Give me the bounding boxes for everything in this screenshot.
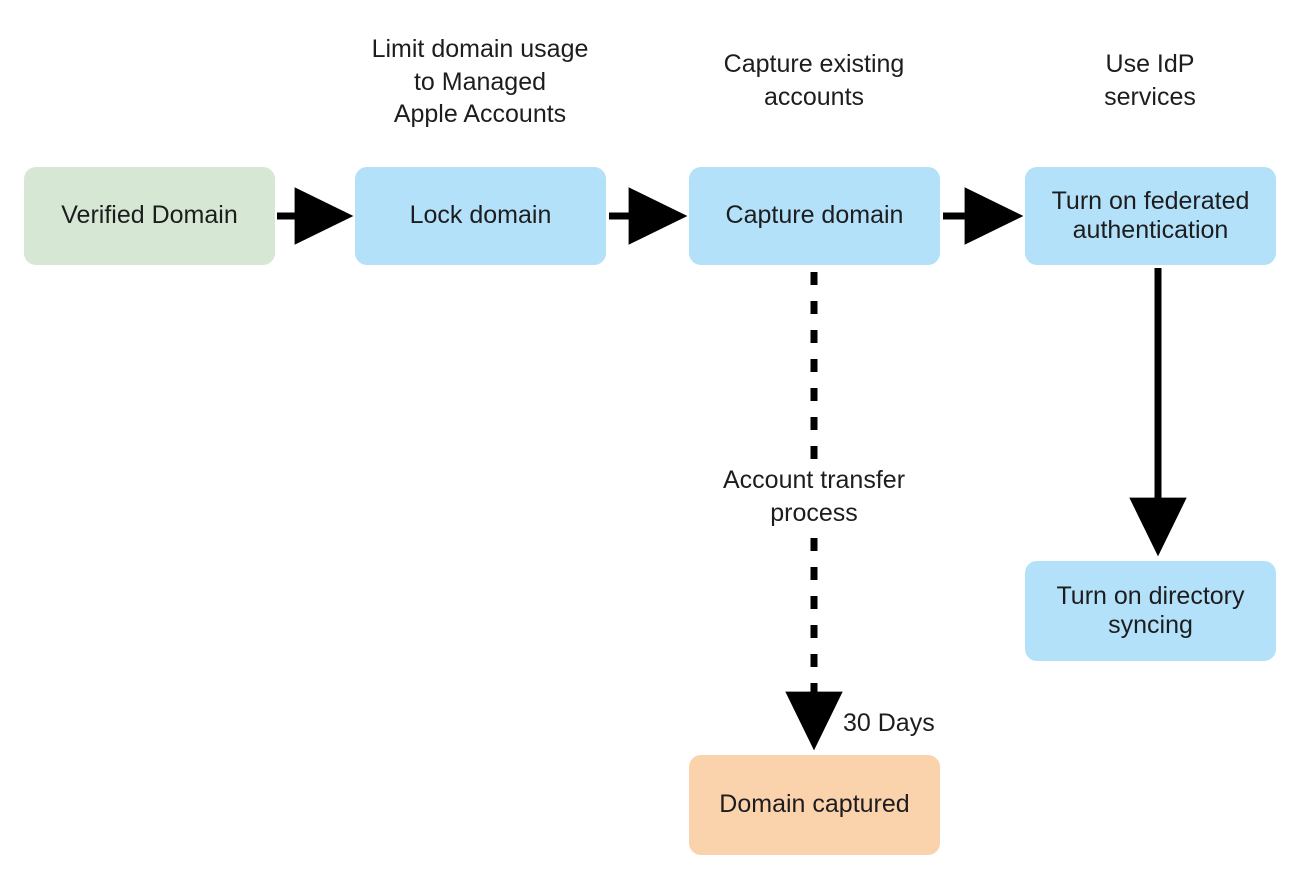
node-directory-syncing[interactable]: Turn on directory syncing — [1025, 561, 1276, 661]
caption-lock-domain: Limit domain usage to Managed Apple Acco… — [371, 35, 589, 128]
node-verified-domain[interactable]: Verified Domain — [24, 167, 275, 265]
node-federated-auth[interactable]: Turn on federated authentication — [1025, 167, 1276, 265]
edge-label-account-transfer-process: Account transfer process — [722, 466, 906, 527]
node-lock-domain[interactable]: Lock domain — [355, 167, 606, 265]
node-domain-captured[interactable]: Domain captured — [689, 755, 940, 855]
edge-label-30-days: 30 Days — [843, 709, 935, 737]
node-capture-domain[interactable]: Capture domain — [689, 167, 940, 265]
caption-capture-domain: Capture existing accounts — [723, 50, 905, 111]
caption-federated-auth: Use IdP services — [1104, 50, 1196, 111]
